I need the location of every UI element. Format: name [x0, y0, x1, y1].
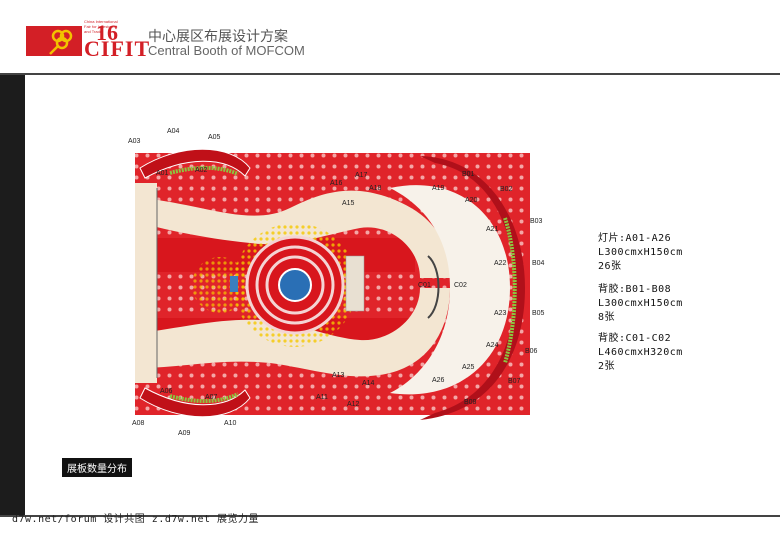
label-a10: A10 — [224, 420, 237, 427]
legend-a-count: 26张 — [598, 261, 622, 272]
legend-c-size: L460cmxH320cm — [598, 347, 683, 358]
green-planter-bottom — [169, 392, 239, 404]
left-wall — [135, 183, 157, 383]
legend-b-count: 8张 — [598, 312, 616, 323]
label-a02: A02 — [195, 167, 208, 174]
label-a03: A03 — [128, 138, 141, 145]
label-a22: A22 — [494, 260, 507, 267]
label-a13: A13 — [332, 372, 345, 379]
label-c01: C01 — [418, 282, 431, 289]
green-planter-top — [169, 165, 239, 176]
page-title: 中心展区布展设计方案 — [148, 28, 288, 44]
label-c02: C02 — [454, 282, 467, 289]
label-a07: A07 — [205, 394, 218, 401]
label-a01: A01 — [156, 170, 169, 177]
label-b06: B06 — [525, 348, 538, 355]
plan-caption: 展板数量分布 — [62, 458, 132, 477]
label-a05: A05 — [208, 134, 221, 141]
page-subtitle: Central Booth of MOFCOM — [148, 43, 305, 58]
legend-a-title: 灯片:A01-A26 — [598, 233, 672, 244]
bottom-left-arc — [139, 387, 251, 418]
legend-c-count: 2张 — [598, 361, 616, 372]
label-b03: B03 — [530, 218, 543, 225]
booth-floor-plan — [120, 128, 530, 428]
right-curve-wall — [390, 185, 510, 395]
logo-text: CIFIT — [84, 36, 151, 61]
center-kiosk — [230, 276, 238, 292]
label-a17: A17 — [355, 172, 368, 179]
label-b08: B08 — [464, 399, 477, 406]
label-a06: A06 — [160, 388, 173, 395]
cifit-logo-mark — [26, 26, 82, 56]
header: China International Fair for Investment … — [0, 0, 780, 74]
label-b02: B02 — [500, 186, 513, 193]
center-stand — [345, 255, 365, 312]
left-dark-bar — [0, 75, 25, 515]
bottom-divider — [0, 515, 780, 517]
legend-c-title: 背胶:C01-C02 — [598, 333, 672, 344]
green-planter-right — [503, 217, 517, 364]
legend-b-title: 背胶:B01-B08 — [598, 284, 672, 295]
label-a14: A14 — [362, 380, 375, 387]
label-a09: A09 — [178, 430, 191, 437]
label-b07: B07 — [508, 378, 521, 385]
c01-screen — [427, 255, 440, 319]
label-a08: A08 — [132, 420, 145, 427]
label-a12: A12 — [347, 401, 360, 408]
logo-number: 16 — [96, 20, 118, 45]
label-a21: A21 — [486, 226, 499, 233]
label-a25: A25 — [462, 364, 475, 371]
legend-a-size: L300cmxH150cm — [598, 247, 683, 258]
label-a20: A20 — [465, 197, 478, 204]
top-left-arc — [139, 148, 251, 179]
center-globe — [278, 268, 312, 302]
label-a19: A19 — [432, 185, 445, 192]
label-a11: A11 — [316, 394, 328, 401]
label-a26: A26 — [432, 377, 445, 384]
label-b01: B01 — [462, 171, 475, 178]
label-a23: A23 — [494, 310, 507, 317]
logo-small-text: China International Fair for Investment … — [84, 19, 118, 34]
label-a04: A04 — [167, 128, 180, 135]
legend-b-size: L300cmxH150cm — [598, 298, 683, 309]
header-divider — [0, 73, 780, 75]
label-a16: A16 — [330, 180, 343, 187]
label-a18: A18 — [369, 185, 382, 192]
label-a24: A24 — [486, 342, 499, 349]
label-b05: B05 — [532, 310, 545, 317]
label-b04: B04 — [532, 260, 545, 267]
label-a15: A15 — [342, 200, 355, 207]
watermark: d7w.net/forum 设计共图 z.d7w.net 展览力量 — [12, 514, 260, 525]
